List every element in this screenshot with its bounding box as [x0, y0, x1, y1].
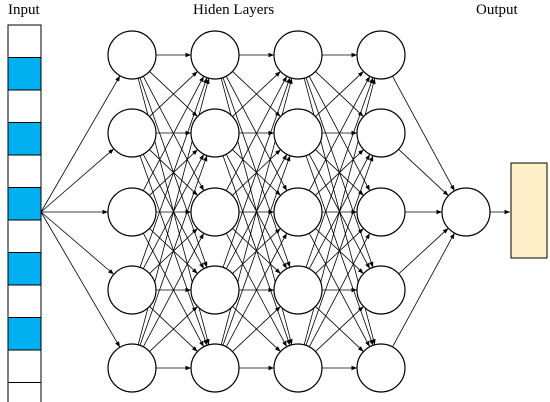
output-connection: [392, 232, 455, 348]
hidden-connection: [139, 155, 208, 346]
hidden-connection: [142, 232, 205, 348]
connection-lines: [40, 52, 510, 371]
hidden-connection: [142, 76, 205, 191]
output-rect: [510, 162, 548, 259]
hidden-neuron-layer-4: [356, 30, 406, 80]
hidden-neuron-layer-1: [107, 343, 157, 393]
input-cell: [7, 219, 42, 253]
input-cell: [7, 252, 42, 286]
hidden-neuron-layer-3: [273, 265, 323, 315]
input-connection: [40, 211, 115, 275]
input-connection: [40, 75, 121, 213]
input-cell: [7, 187, 42, 221]
input-cell: [7, 317, 42, 351]
hidden-connection: [149, 71, 198, 117]
hidden-connection: [232, 306, 281, 352]
hidden-connection: [315, 71, 364, 117]
input-cell: [7, 349, 42, 383]
hidden-layers-label: Hiden Layers: [193, 2, 275, 18]
hidden-neuron-layer-4: [356, 343, 406, 393]
output-connection: [392, 75, 455, 192]
input-cell: [7, 382, 42, 402]
hidden-neuron-layer-3: [273, 187, 323, 237]
output-connection: [398, 227, 449, 275]
neurons: [107, 30, 491, 393]
hidden-neuron-layer-2: [190, 187, 240, 237]
hidden-connection: [225, 76, 288, 191]
hidden-connection: [232, 71, 281, 117]
hidden-connection: [222, 155, 291, 346]
hidden-connection: [315, 306, 364, 352]
input-cell: [7, 284, 42, 318]
input-connection: [40, 211, 121, 348]
input-cell: [7, 57, 42, 91]
hidden-connection: [222, 77, 291, 268]
hidden-neuron-layer-3: [273, 30, 323, 80]
hidden-neuron-layer-4: [356, 187, 406, 237]
hidden-neuron-layer-3: [273, 108, 323, 158]
hidden-neuron-layer-2: [190, 343, 240, 393]
output-label: Output: [476, 2, 518, 18]
hidden-neuron-layer-3: [273, 343, 323, 393]
input-cell: [7, 122, 42, 156]
output-neuron: [441, 187, 491, 237]
output-connection: [398, 149, 449, 196]
hidden-neuron-layer-1: [107, 187, 157, 237]
hidden-neuron-layer-2: [190, 265, 240, 315]
hidden-connection: [225, 232, 288, 348]
hidden-connection: [149, 306, 198, 352]
input-cell: [7, 89, 42, 123]
hidden-connection: [308, 232, 371, 348]
hidden-connection: [305, 155, 374, 346]
hidden-connection: [308, 76, 371, 191]
hidden-connection: [305, 77, 374, 268]
hidden-neuron-layer-1: [107, 30, 157, 80]
input-cell: [7, 154, 42, 188]
input-cell: [7, 24, 42, 58]
input-vector: [7, 24, 42, 402]
hidden-neuron-layer-2: [190, 30, 240, 80]
hidden-connection: [139, 77, 208, 268]
hidden-neuron-layer-1: [107, 265, 157, 315]
hidden-neuron-layer-4: [356, 265, 406, 315]
output-box: [510, 162, 548, 259]
hidden-neuron-layer-4: [356, 108, 406, 158]
input-connection: [40, 148, 115, 213]
hidden-neuron-layer-2: [190, 108, 240, 158]
input-label: Input: [8, 2, 40, 18]
hidden-neuron-layer-1: [107, 108, 157, 158]
